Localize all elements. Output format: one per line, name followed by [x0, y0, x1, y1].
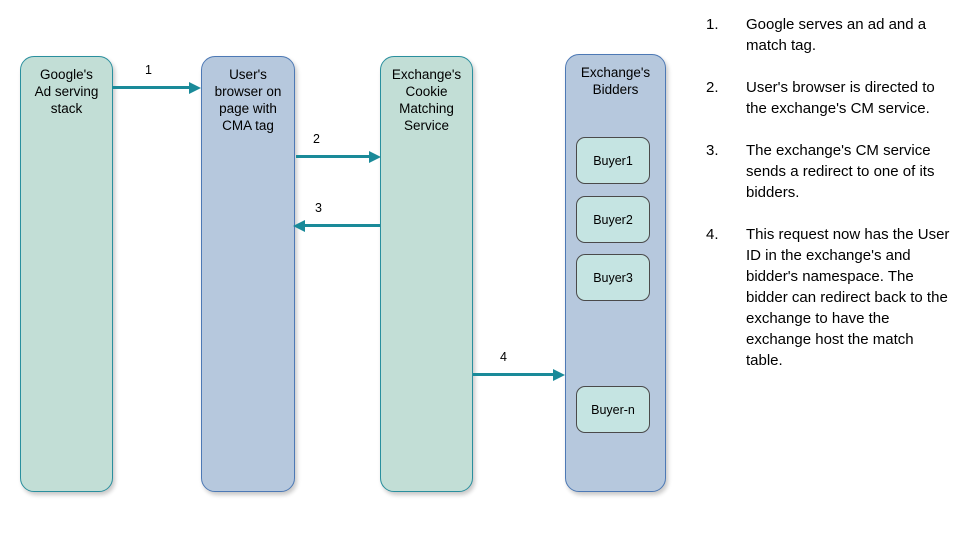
- buyer-box-n[interactable]: Buyer-n: [576, 386, 650, 433]
- step-text-1: Google serves an ad and a match tag.: [746, 16, 927, 54]
- buyer-label-3: Buyer3: [593, 270, 633, 285]
- buyer-label-n: Buyer-n: [591, 402, 635, 417]
- step-item-4: 4. This request now has the User ID in t…: [706, 224, 950, 371]
- node-label-user-browser: User's browser on page with CMA tag: [214, 67, 282, 133]
- step-text-2: User's browser is directed to the exchan…: [746, 79, 935, 117]
- arrow-2-browser-to-cms: [296, 150, 381, 163]
- node-exchange-bidders[interactable]: Exchange's Bidders Buyer1 Buyer2 Buyer3 …: [565, 54, 666, 492]
- buyer-box-2[interactable]: Buyer2: [576, 196, 650, 243]
- node-label-exchange-cookie-matching-service: Exchange's Cookie Matching Service: [391, 67, 462, 133]
- arrow-3-cms-to-browser: [293, 219, 380, 232]
- step-number-2: 2.: [706, 79, 719, 96]
- node-exchange-cookie-matching-service[interactable]: Exchange's Cookie Matching Service: [380, 56, 473, 492]
- node-user-browser[interactable]: User's browser on page with CMA tag: [201, 56, 295, 492]
- buyer-label-1: Buyer1: [593, 153, 633, 168]
- step-item-1: 1. Google serves an ad and a match tag.: [706, 14, 950, 56]
- buyer-box-3[interactable]: Buyer3: [576, 254, 650, 301]
- step-number-4: 4.: [706, 226, 719, 243]
- step-item-2: 2. User's browser is directed to the exc…: [706, 77, 950, 119]
- step-text-3: The exchange's CM service sends a redire…: [746, 142, 935, 201]
- arrow-1-label: 1: [145, 63, 152, 77]
- step-text-4: This request now has the User ID in the …: [746, 226, 950, 369]
- node-label-google-ad-serving-stack: Google's Ad serving stack: [34, 67, 99, 116]
- arrow-4-cms-to-bidders: [473, 368, 565, 381]
- buyer-box-1[interactable]: Buyer1: [576, 137, 650, 184]
- step-number-3: 3.: [706, 142, 719, 159]
- step-number-1: 1.: [706, 16, 719, 33]
- buyer-label-2: Buyer2: [593, 212, 633, 227]
- step-item-3: 3. The exchange's CM service sends a red…: [706, 140, 950, 203]
- arrow-4-label: 4: [500, 350, 507, 364]
- arrow-1-google-to-browser: [112, 81, 201, 94]
- arrow-3-label: 3: [315, 201, 322, 215]
- node-label-exchange-bidders: Exchange's Bidders: [580, 65, 651, 97]
- node-google-ad-serving-stack[interactable]: Google's Ad serving stack: [20, 56, 113, 492]
- arrow-2-label: 2: [313, 132, 320, 146]
- steps-legend: 1. Google serves an ad and a match tag. …: [706, 14, 950, 392]
